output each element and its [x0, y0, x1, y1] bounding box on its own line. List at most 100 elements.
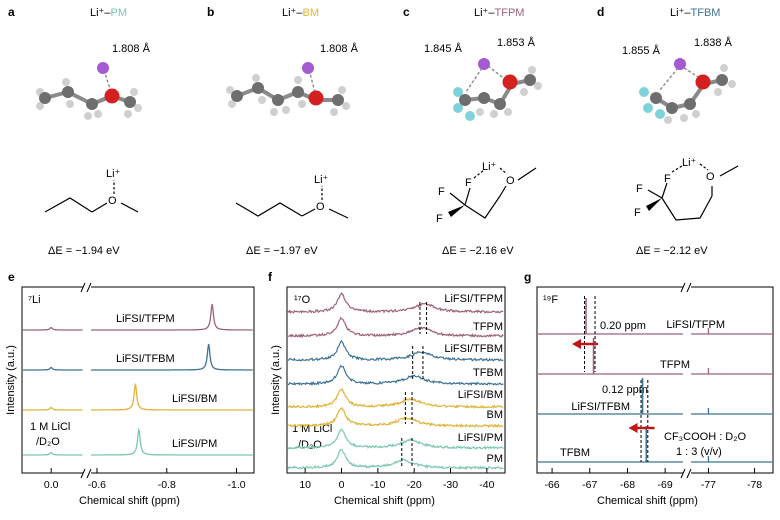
- oxygen-atom: [104, 88, 120, 104]
- fluorine-label-d1: F: [664, 173, 671, 185]
- shift-arrow-g-2-head: [628, 423, 638, 433]
- series-label-g-4: TFBM: [560, 447, 590, 459]
- panel-c-title-name: TFPM: [495, 7, 525, 19]
- molecule-model-b: 1.808 Å: [226, 42, 359, 116]
- annotation-e: 1 M LiCl /D₂O: [26, 418, 82, 452]
- lithium-label-c: Li⁺: [482, 161, 497, 173]
- lithium-atom: [97, 62, 109, 74]
- shift-label-tfbm: 0.12 ppm: [602, 384, 648, 396]
- panel-a-title-prefix: Li⁺–: [90, 7, 111, 19]
- distance-label-b: 1.808 Å: [320, 42, 359, 55]
- tick-label-e-0.0: 0.0: [44, 479, 59, 491]
- annotation-g-line1: CF₃COOH : D₂O: [664, 431, 747, 443]
- fluorine-label-c2: F: [438, 186, 445, 198]
- series-label-e-3: LiFSI/BM: [172, 393, 217, 405]
- binding-energy-a: ΔE = −1.94 eV: [48, 245, 120, 257]
- fluorine-label-c3: F: [436, 213, 443, 225]
- panel-label-b: b: [207, 5, 214, 19]
- spectrum-f-5: [287, 388, 504, 409]
- distance-label-d1: 1.855 Å: [622, 44, 661, 57]
- shift-arrow-g-1-head: [572, 339, 581, 349]
- tick-label-g--66: -66: [544, 479, 559, 491]
- panel-d-title-name: TFBM: [691, 7, 721, 19]
- tick-label-f-0: 0: [339, 479, 345, 491]
- distance-label-d2: 1.838 Å: [694, 36, 733, 49]
- series-label-f-4: TFBM: [473, 367, 503, 379]
- panel-b-title-name: BM: [303, 7, 320, 19]
- series-label-f-1: LiFSI/TFPM: [444, 293, 503, 305]
- spectrum-f-2: [287, 316, 504, 339]
- binding-energy-b: ΔE = −1.97 eV: [246, 245, 318, 257]
- chart-e-frame: [21, 286, 255, 474]
- panel-b-header: b Li⁺–BM: [207, 5, 319, 19]
- oxygen-atom: [308, 90, 324, 106]
- binding-energy-c: ΔE = −2.16 eV: [442, 245, 514, 257]
- series-label-f-5: LiFSI/BM: [458, 389, 503, 401]
- x-axis-title-g: Chemical shift (ppm): [597, 495, 698, 507]
- series-label-e-4: LiFSI/PM: [172, 438, 217, 450]
- distance-label-a: 1.808 Å: [112, 42, 151, 55]
- panel-b-title: Li⁺–BM: [282, 7, 319, 19]
- spectrum-e-2-seg2: [91, 343, 253, 371]
- annotation-e-text: 1 M LiCl: [30, 421, 70, 433]
- tick-label-e--0.8: -0.8: [158, 479, 176, 491]
- series-label-g-3: LiFSI/TFBM: [571, 401, 630, 413]
- lithium-atom: [478, 58, 490, 70]
- tick-label-g--67: -67: [582, 479, 597, 491]
- shift-label-tfpm: 0.20 ppm: [600, 320, 646, 332]
- panel-label-e: e: [8, 270, 15, 284]
- nucleus-label-g: ¹⁹F: [543, 294, 558, 306]
- spectrum-f-4: [287, 364, 504, 386]
- panel-c-header: c Li⁺–TFPM: [403, 5, 524, 19]
- nucleus-label-e: ⁷Li: [28, 294, 41, 306]
- tick-label-g--78: -78: [747, 479, 762, 491]
- nucleus-label-f: ¹⁷O: [294, 294, 311, 306]
- series-label-e-1: LiFSI/TFPM: [116, 313, 175, 325]
- tick-label-f--40: -40: [479, 479, 494, 491]
- spectrum-f-7: [287, 428, 504, 450]
- panel-d-title-prefix: Li⁺–: [670, 7, 691, 19]
- x-axis-title-e: Chemical shift (ppm): [79, 495, 180, 507]
- tick-label-g--77: -77: [701, 479, 716, 491]
- panel-a-title: Li⁺–PM: [90, 7, 127, 19]
- structure-d: [647, 163, 739, 221]
- fluorine-label-c1: F: [465, 177, 472, 189]
- chart-f-frame: [286, 286, 506, 474]
- panel-c-title-prefix: Li⁺–: [474, 7, 495, 19]
- tick-label-e--1.0: -1.0: [228, 479, 246, 491]
- spectrum-e-2-seg1: [23, 366, 83, 371]
- annotation-f-text: 1 M LiCl: [292, 423, 332, 435]
- structure-a: [44, 180, 139, 213]
- panel-label-c: c: [403, 5, 410, 19]
- series-label-f-8: PM: [487, 453, 504, 465]
- oxygen-label-b: O: [316, 201, 325, 213]
- oxygen-atom: [502, 74, 518, 90]
- tick-label-f--20: -20: [407, 479, 422, 491]
- lithium-label-a: Li⁺: [106, 168, 121, 180]
- spectrum-f-6: [287, 407, 504, 429]
- panel-a-title-name: PM: [111, 7, 128, 19]
- panel-label-f: f: [268, 270, 273, 284]
- annotation-f-text2: /D₂O: [298, 439, 322, 451]
- structure-b: [235, 186, 349, 219]
- molecule-model-a: 1.808 Å: [36, 42, 151, 120]
- tick-label-f--30: -30: [443, 479, 458, 491]
- axis-break-g: [680, 282, 692, 479]
- molecule-model-d: 1.855 Å 1.838 Å: [622, 36, 736, 124]
- distance-label-c1: 1.845 Å: [424, 42, 463, 55]
- annotation-g: CF₃COOH : D₂O 1 : 3 (v/v): [660, 424, 770, 460]
- x-axis-title-f: Chemical shift (ppm): [334, 495, 435, 507]
- series-label-g-2: TFPM: [660, 359, 690, 371]
- axis-break-e: [80, 282, 92, 479]
- spectrum-e-1-seg2: [91, 303, 253, 331]
- fluorine-label-d3: F: [634, 207, 641, 219]
- series-label-f-6: BM: [487, 409, 504, 421]
- spectrum-e-1-seg1: [23, 326, 83, 331]
- annotation-e-text2: /D₂O: [36, 436, 60, 448]
- lithium-label-b: Li⁺: [314, 174, 329, 186]
- tick-label-f-10: 10: [299, 479, 311, 491]
- series-label-g-1: LiFSI/TFPM: [666, 319, 725, 331]
- spectrum-e-3-seg1: [23, 406, 83, 411]
